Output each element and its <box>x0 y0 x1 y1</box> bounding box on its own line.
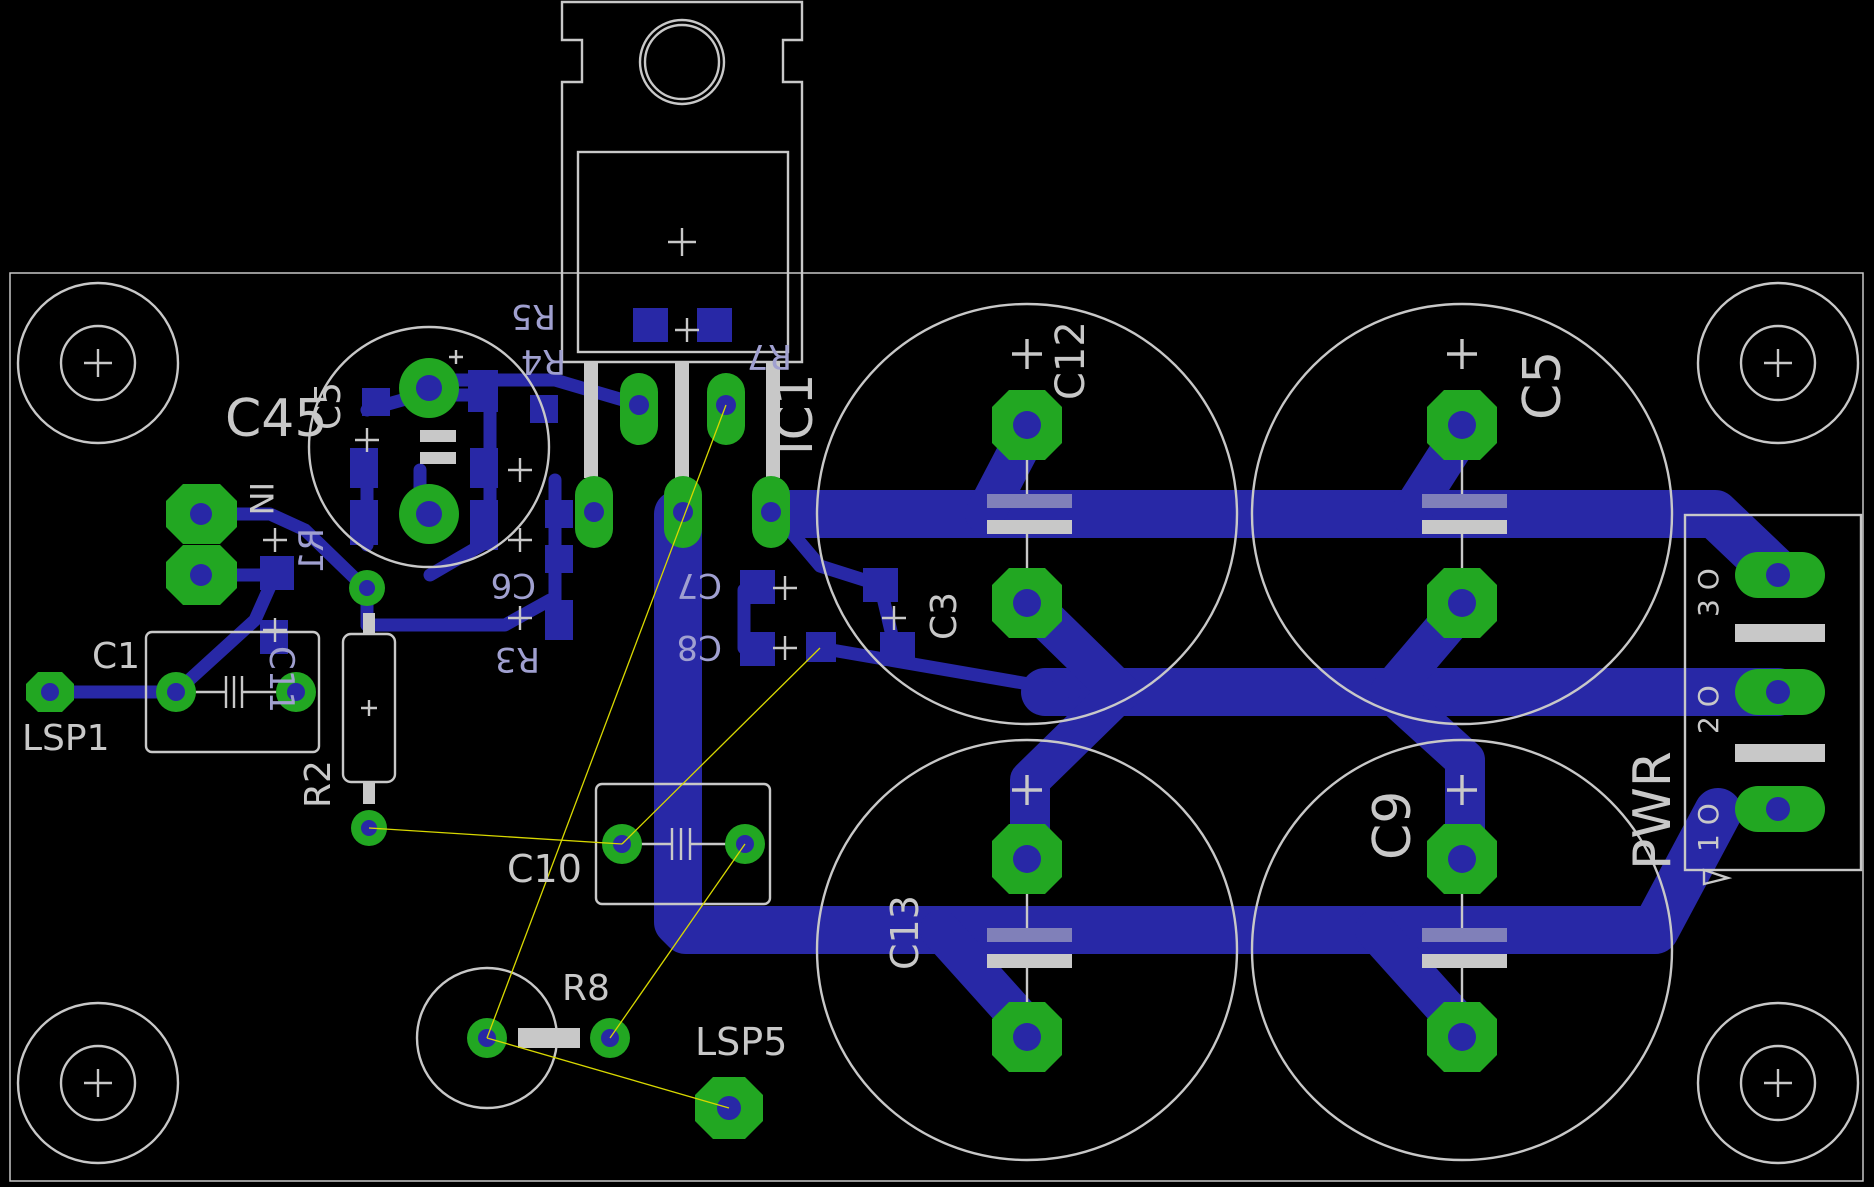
mounting-hole-bottom-left <box>16 1001 180 1165</box>
label-lsp1: LSP1 <box>22 718 110 759</box>
board-outline <box>9 272 1864 1182</box>
label-c12: C12 <box>1048 321 1094 400</box>
capacitor-c5-outline <box>1250 302 1674 726</box>
label-pin3: 3 O <box>1692 568 1725 617</box>
label-lsp5: LSP5 <box>695 1020 787 1064</box>
label-r3: R3 <box>495 639 540 679</box>
label-c5-small: C5 <box>308 382 349 430</box>
label-ic1: IC1 <box>766 374 824 455</box>
label-r7: R7 <box>747 336 792 376</box>
through-hole-pads <box>26 358 1825 1139</box>
label-pin1: 1 O <box>1692 803 1725 852</box>
label-c45: C45 <box>225 389 327 449</box>
mounting-hole-bottom-right <box>1696 1001 1860 1165</box>
label-pwr: PWR <box>1623 751 1683 870</box>
smd-silk-marks <box>263 318 906 660</box>
label-c1: C1 <box>92 636 140 677</box>
label-r8: R8 <box>562 968 610 1009</box>
label-c10: C10 <box>507 847 582 891</box>
capacitor-c1-outline <box>144 630 321 754</box>
component-labels: C45 C5 R5 R4 R7 IC1 C12 C5 R1 IN C6 C7 C… <box>22 296 1725 1064</box>
label-c8: C8 <box>677 627 722 667</box>
label-r1: R1 <box>292 528 332 573</box>
capacitor-c9-outline <box>1250 738 1674 1162</box>
label-c6: C6 <box>491 565 536 605</box>
mounting-hole-top-right <box>1696 281 1860 445</box>
label-c3: C3 <box>924 592 965 640</box>
resistor-r2-outline <box>341 613 397 804</box>
pwr-connector-outline <box>1683 513 1863 886</box>
label-in: IN <box>242 482 280 515</box>
label-r2: R2 <box>298 760 339 808</box>
airwires <box>368 404 821 1109</box>
label-r4: R4 <box>521 341 566 381</box>
capacitor-c13-outline <box>815 738 1239 1162</box>
ic1-package-outline <box>560 0 804 478</box>
label-c13: C13 <box>883 895 927 970</box>
resistor-r8-outline <box>415 966 580 1110</box>
mounting-hole-top-left <box>16 281 180 445</box>
label-c7: C7 <box>677 565 722 605</box>
label-pin2: 2 O <box>1692 685 1725 734</box>
label-c9: C9 <box>1363 791 1423 860</box>
capacitor-c45-outline <box>307 325 551 569</box>
label-r5: R5 <box>511 296 556 336</box>
label-c5: C5 <box>1513 351 1573 420</box>
label-c11: C11 <box>261 646 301 713</box>
